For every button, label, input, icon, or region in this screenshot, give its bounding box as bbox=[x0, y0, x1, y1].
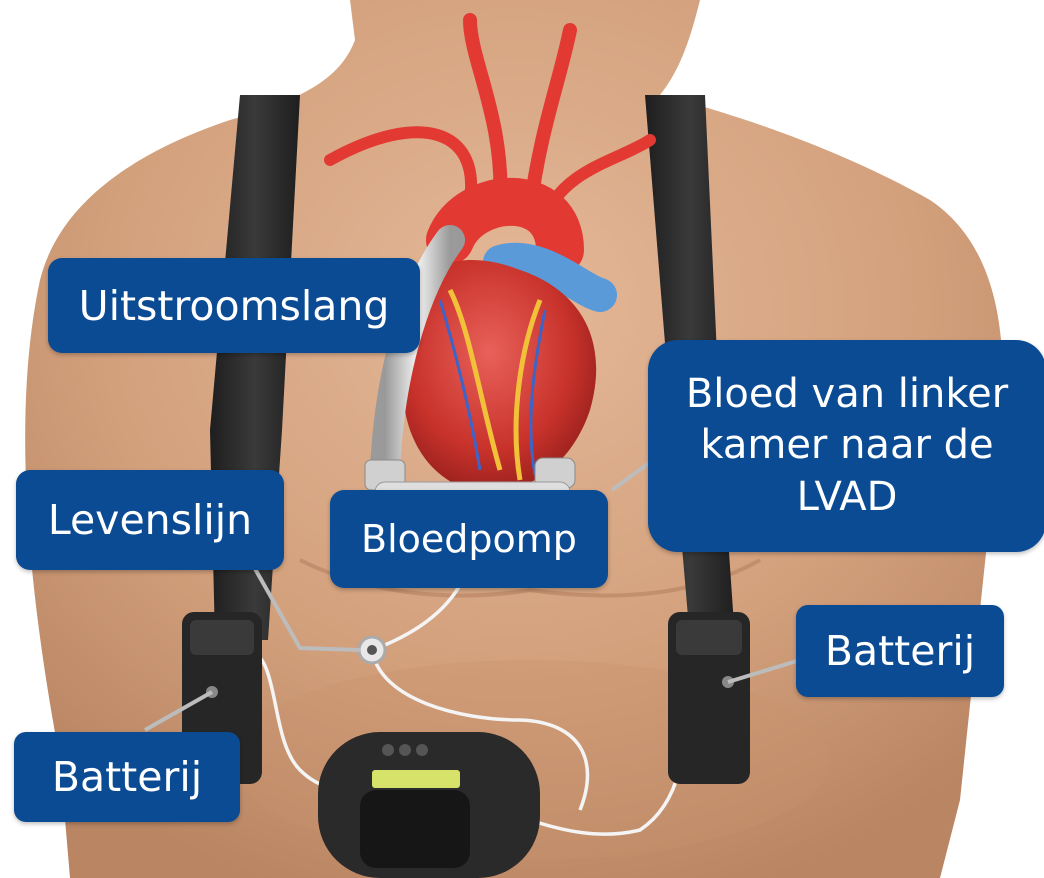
driveline-label: Levenslijn bbox=[16, 470, 284, 570]
battery-right-device bbox=[668, 612, 750, 784]
battery-right-label: Batterij bbox=[796, 605, 1004, 697]
outflow-graft-label: Uitstroomslang bbox=[48, 258, 420, 353]
controller-device bbox=[318, 732, 540, 878]
battery-left-label: Batterij bbox=[14, 732, 240, 822]
blood-pump-label: Bloedpomp bbox=[330, 490, 608, 588]
blood-flow-label: Bloed van linker kamer naar de LVAD bbox=[648, 340, 1044, 552]
